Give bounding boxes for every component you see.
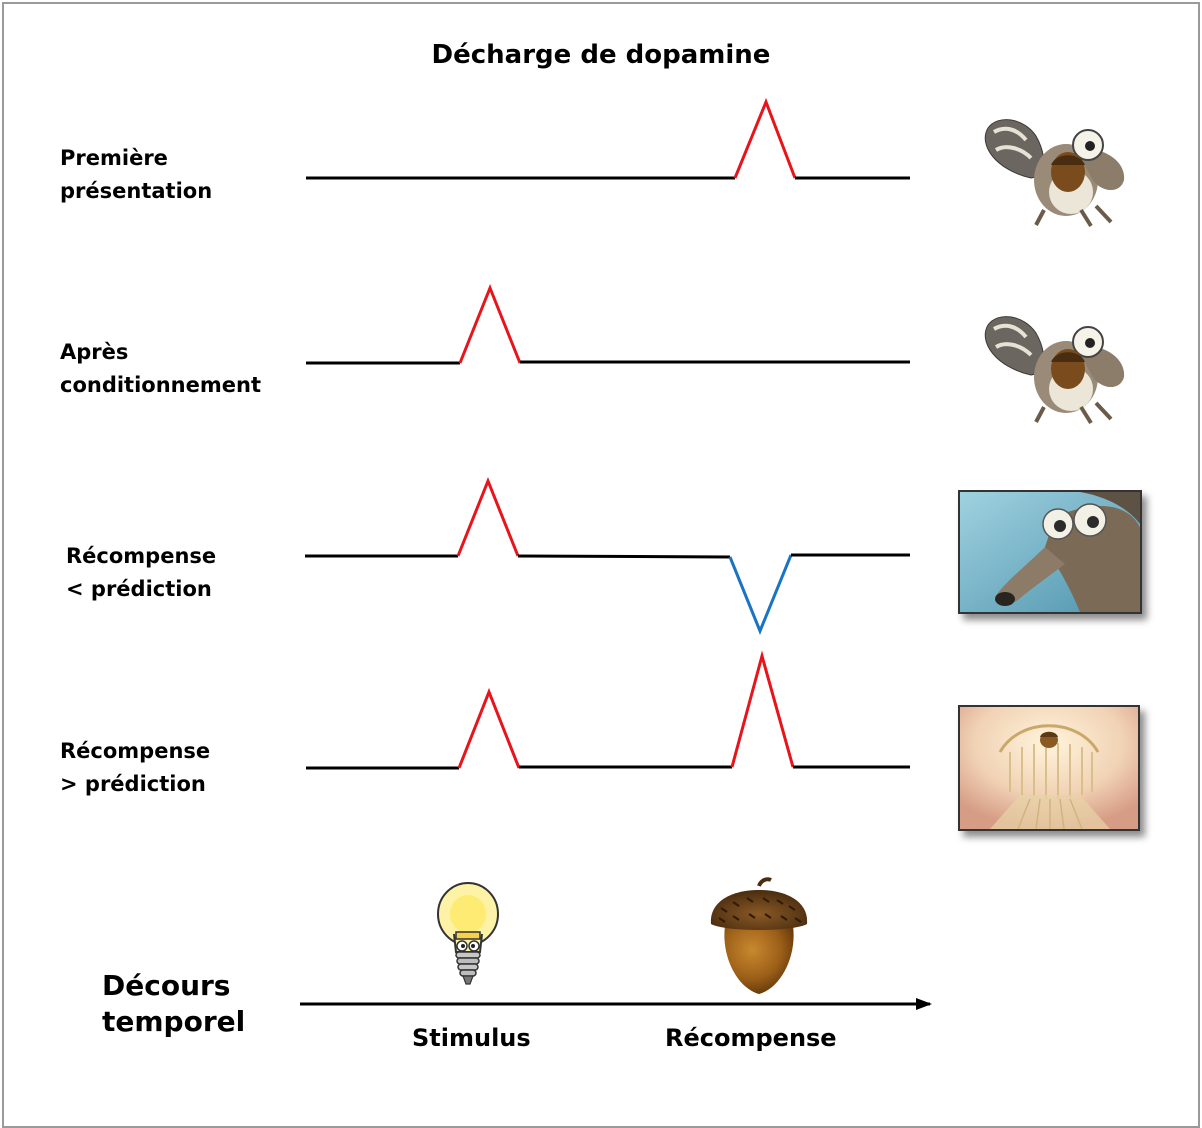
row-label-apres-conditionnement: Après conditionnement xyxy=(60,340,261,397)
dopamine-dip-reward xyxy=(728,554,793,635)
acorn-heaven-gates-image xyxy=(958,705,1140,831)
row-label-recompense-superieure: Récompense > prédiction xyxy=(60,739,211,796)
trace-apres-conditionnement xyxy=(306,283,910,365)
baseline-segment xyxy=(517,554,731,559)
diagram-title: Décharge de dopamine xyxy=(431,40,771,70)
scrat-sad-closeup-image xyxy=(958,490,1142,614)
acorn-heaven-gates-drawing xyxy=(960,707,1138,829)
dopamine-peak-stimulus xyxy=(456,476,520,557)
stimulus-label: Stimulus xyxy=(412,1024,531,1052)
scrat-holding-acorn-image xyxy=(984,316,1125,425)
lightbulb-icon xyxy=(437,882,499,985)
row-label-recompense-inferieure: Récompense < prédiction xyxy=(66,544,217,601)
scrat-sad-closeup-drawing xyxy=(960,492,1140,612)
trace-recompense-inferieure xyxy=(305,476,910,635)
trace-premiere-presentation xyxy=(306,97,910,180)
row-label-premiere-presentation: Première présentation xyxy=(60,146,213,203)
scrat-holding-acorn-image xyxy=(984,119,1125,228)
timeline-label: Décours temporel xyxy=(102,969,246,1038)
reward-label: Récompense xyxy=(665,1024,837,1052)
dopamine-peak-stimulus xyxy=(457,687,521,769)
dopamine-peak-reward xyxy=(733,97,797,179)
trace-recompense-superieure xyxy=(306,650,910,770)
dopamine-peak-stimulus xyxy=(458,283,522,364)
acorn-icon xyxy=(710,877,808,994)
dopamine-peak-reward-large xyxy=(730,650,795,768)
